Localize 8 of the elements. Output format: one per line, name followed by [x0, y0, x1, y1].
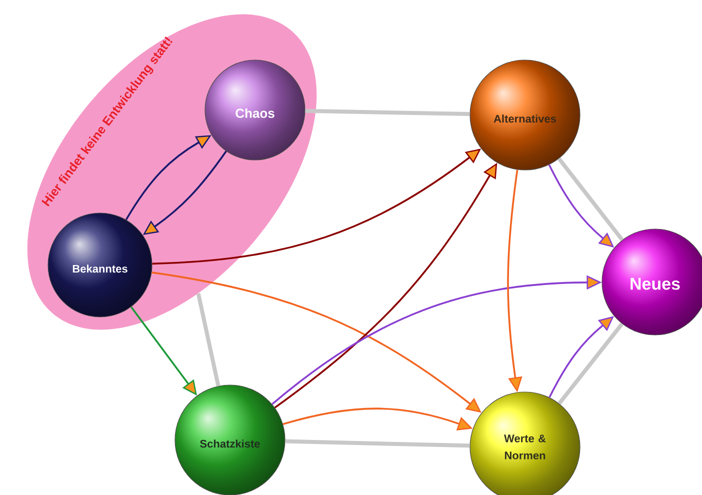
connector-line: [196, 293, 220, 386]
sphere: Bekanntes: [48, 212, 152, 318]
connector-line: [557, 157, 624, 242]
sphere: Chaos: [204, 60, 306, 160]
connector-line: [558, 322, 624, 405]
connector-line: [285, 439, 470, 448]
connector-line: [305, 108, 470, 116]
sphere: Alternatives: [470, 60, 580, 170]
